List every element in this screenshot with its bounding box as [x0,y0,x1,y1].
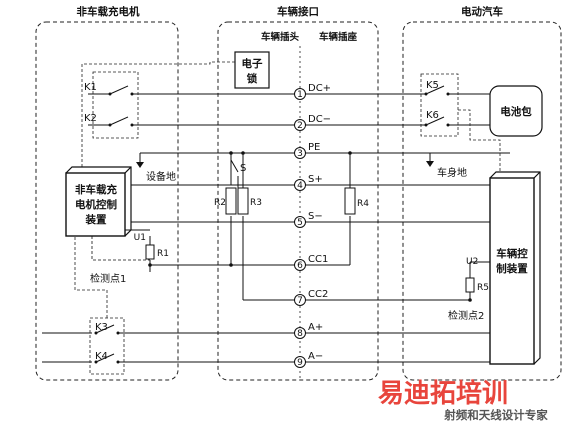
check-point-1-label: 检测点1 [90,272,126,285]
k1-k2-switch-group [92,71,139,139]
pin-8: 8 A+ [294,322,323,339]
r4-resistor [344,187,356,215]
pin-5: 5 S− [294,211,323,228]
pin-label: DC+ [308,83,331,94]
vehicle-ground-icon [426,161,434,167]
pin-number: 8 [297,329,303,339]
pin-circle [294,327,306,339]
device-ground-icon [136,162,144,168]
pin-circle [294,216,306,228]
r2-resistor [225,187,237,215]
battery-pack-box [489,85,543,137]
pin-number: 9 [297,358,303,368]
socket-label: 车辆插座 [319,31,358,43]
k5-switch [425,85,445,95]
k3-label: K3 [95,322,108,333]
pin-7: 7 CC2 [294,289,328,306]
electronic-lock-line-1: 电子 [242,57,263,70]
pin-circle [294,88,306,100]
pin-9: 9 A− [294,351,323,368]
r4-label: R4 [357,199,369,209]
k6-switch [425,116,445,126]
pin-number: 3 [297,149,303,159]
r1-label: R1 [157,249,169,259]
watermark-sub: 射频和天线设计专家 [443,408,548,422]
pin-3: 3 PE [294,142,320,159]
pin-circle [294,179,306,191]
r3-resistor [237,187,249,215]
watermark-main: 易迪拓培训 [378,379,508,409]
k5-k6-switch-group [420,73,459,137]
pin-circle [294,119,306,131]
k1-switch [109,85,129,95]
k3-k4-control-line [74,236,108,318]
charger-controller: 非车载充 电机控制 装置 [65,166,132,237]
charger-controller-line-1: 非车载充 [75,183,117,196]
pin-number: 5 [297,218,303,228]
pin-1: 1 DC+ [294,83,331,100]
pin-label: PE [308,142,320,153]
lock-control-line [81,61,235,170]
charger-controller-line-2: 电机控制 [75,198,117,211]
k5-label: K5 [426,80,439,91]
check-point-1-lead [91,236,150,261]
interface-heading: 车辆接口 [277,5,319,18]
pin-circle [294,259,306,271]
k1-label: K1 [84,82,97,93]
connector-pins: 1 DC+ 2 DC− 3 PE 4 S+ 5 S− 6 CC1 7 CC2 8 A+ 9 A− [294,83,331,368]
u1-label: U1 [134,233,146,243]
r3-label: R3 [250,198,262,208]
check-point-2-label: 检测点2 [448,309,484,322]
vehicle-controller-line-2: 制装置 [496,262,528,275]
pin-number: 6 [297,261,303,271]
pin-label: S+ [308,174,323,185]
k3-switch [95,324,115,334]
pin-number: 1 [297,90,303,100]
pin-label: A− [308,351,323,362]
electronic-lock-line-2: 锁 [247,72,258,85]
electronic-lock-box [234,51,270,89]
r1-resistor [145,244,155,260]
r2-label: R2 [214,198,226,208]
pin-circle [294,294,306,306]
interface-region [217,21,379,381]
pin-number: 4 [297,181,303,191]
battery-pack-label: 电池包 [500,105,532,118]
pin-4: 4 S+ [294,174,323,191]
k4-label: K4 [95,351,108,362]
plug-label: 车辆插头 [261,31,300,43]
k2-label: K2 [84,113,97,124]
pin-label: CC2 [308,289,328,300]
wire-dc-minus [88,118,496,126]
pin-2: 2 DC− [294,114,331,131]
vehicle-controller-line-1: 车辆控 [496,247,528,260]
vehicle-controller: 车辆控 制装置 [489,171,541,365]
k6-label: K6 [426,110,439,121]
vehicle-region [402,21,562,381]
k4-switch [95,353,115,363]
pin-label: A+ [308,322,323,333]
r5-resistor [465,277,475,293]
pin-circle [294,356,306,368]
charger-heading: 非车载充电机 [77,5,140,18]
k5-k6-control-line [458,109,501,172]
device-ground-label: 设备地 [146,170,176,183]
vehicle-heading: 电动汽车 [461,5,503,18]
s-switch-wire [230,153,239,190]
k2-switch [109,116,129,126]
pin-label: DC− [308,114,331,125]
pin-label: S− [308,211,323,222]
pin-6: 6 CC1 [294,254,328,271]
pin-label: CC1 [308,254,328,265]
r5-label: R5 [477,283,489,293]
charger-controller-line-3: 装置 [85,213,107,226]
vehicle-ground-label: 车身地 [437,166,467,179]
pin-number: 7 [297,296,303,306]
pin-number: 2 [297,121,303,131]
pin-circle [294,147,306,159]
